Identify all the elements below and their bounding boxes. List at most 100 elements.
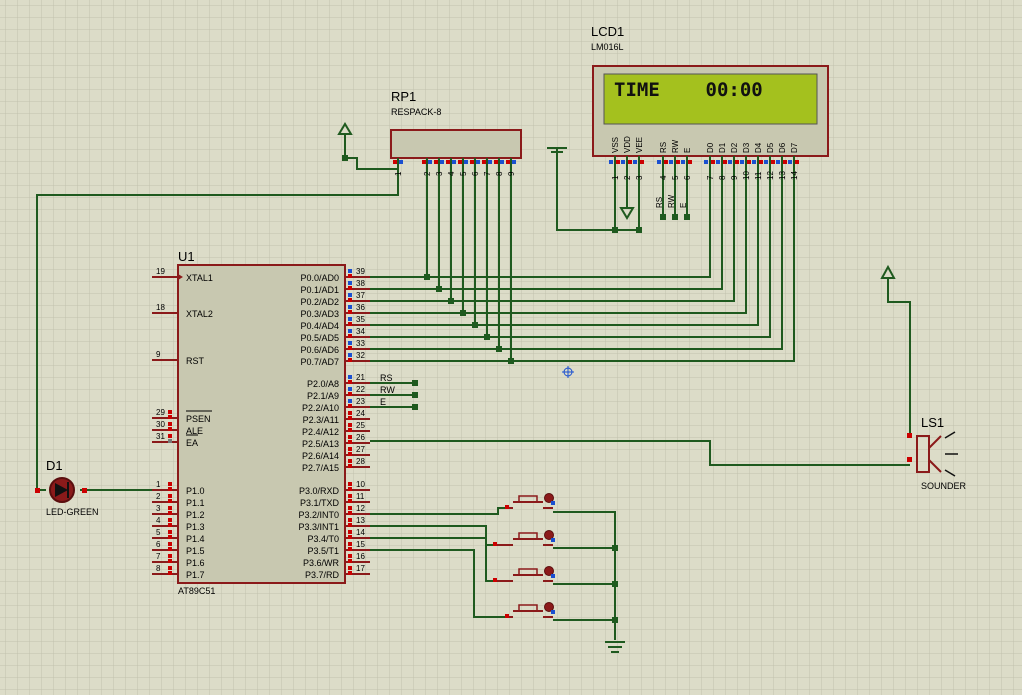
lcd-pin-number: 8 xyxy=(718,175,727,180)
wire xyxy=(370,176,735,302)
mcu-pin-marker xyxy=(348,329,352,333)
lcd-pin-marker xyxy=(669,160,673,164)
mcu-pin-marker xyxy=(348,310,352,314)
ground-symbol-lcd[interactable] xyxy=(547,147,567,158)
push-button-switch[interactable] xyxy=(493,530,555,547)
wire xyxy=(370,176,771,338)
d1-ref: D1 xyxy=(46,458,63,473)
mcu-pin-number: 29 xyxy=(156,408,165,417)
mcu-pin-number: 13 xyxy=(356,516,365,525)
mcu-pin-name: P3.1/TXD xyxy=(300,498,340,508)
button-pin-marker xyxy=(493,578,497,582)
mcu-pin-number: 35 xyxy=(356,315,365,324)
mcu-pin-marker xyxy=(348,566,352,570)
led-d1[interactable]: D1 LED-GREEN xyxy=(35,458,99,517)
wire xyxy=(370,549,507,618)
mcu-pin-marker xyxy=(348,293,352,297)
wire xyxy=(370,537,495,582)
lcd-pin-marker xyxy=(747,160,751,164)
mcu-pin-marker xyxy=(348,464,352,468)
lcd-pin-label: RS xyxy=(659,142,668,153)
lcd-pin-marker xyxy=(681,160,685,164)
mcu-pin-marker xyxy=(348,341,352,345)
rp1-model: RESPACK-8 xyxy=(391,107,441,117)
lcd-pin-number: 10 xyxy=(742,171,751,180)
mcu-pin-marker xyxy=(348,559,352,563)
mcu-pin-name: P0.2/AD2 xyxy=(300,297,339,307)
mcu-pin-marker xyxy=(168,410,172,414)
mcu-pin-marker xyxy=(348,571,352,575)
mcu-pin-marker xyxy=(168,511,172,515)
button-pin-marker xyxy=(551,538,555,542)
lcd-pin-marker xyxy=(628,160,632,164)
mcu-pin-marker xyxy=(168,518,172,522)
mcu-pin-number: 14 xyxy=(356,528,365,537)
mcu-pin-marker xyxy=(348,274,352,278)
mcu-pin-name: P0.6/AD6 xyxy=(300,345,339,355)
ground-symbol-buttons[interactable] xyxy=(605,641,625,653)
power-symbol-sounder[interactable] xyxy=(880,264,896,279)
lcd-lm016l[interactable]: TIME 00:00 LCD1 LM016L VSS1VDD2VEE3RS4RW… xyxy=(591,24,829,180)
wire xyxy=(553,511,616,640)
mcu-pin-name: P2.5/A13 xyxy=(302,439,339,449)
lcd-pin-marker xyxy=(728,160,732,164)
mcu-pin-name: P0.1/AD1 xyxy=(300,285,339,295)
lcd-pin-label: D6 xyxy=(778,142,787,153)
mcu-pin-name: PSEN xyxy=(186,414,211,424)
wire xyxy=(345,157,398,170)
mcu-pin-name: P1.2 xyxy=(186,510,205,520)
rp1-pin-marker xyxy=(458,160,462,164)
mcu-pin-number: 12 xyxy=(356,504,365,513)
mcu-pin-marker xyxy=(348,518,352,522)
mcu-pin-number: 18 xyxy=(156,303,165,312)
lcd-pin-marker xyxy=(688,160,692,164)
mcu-pin-marker xyxy=(348,317,352,321)
mcu-pin-name: P3.0/RXD xyxy=(299,486,340,496)
wire xyxy=(370,440,910,466)
rp1-pin-number: 6 xyxy=(471,171,480,176)
mcu-pin-marker xyxy=(348,305,352,309)
rp1-pin-marker xyxy=(399,160,403,164)
power-symbol-rp[interactable] xyxy=(337,122,353,135)
mcu-pin-name: EA xyxy=(186,438,198,448)
button-pin-marker xyxy=(505,505,509,509)
mcu-at89c51[interactable]: U1 AT89C51 19XTAL118XTAL29RST29PSEN30ALE… xyxy=(152,249,370,596)
rp1-pin-number: 4 xyxy=(447,171,456,176)
mcu-pin-number: 28 xyxy=(356,457,365,466)
lcd-pin-label: D2 xyxy=(730,142,739,153)
lcd1-model: LM016L xyxy=(591,42,624,52)
mcu-pin-marker xyxy=(348,286,352,290)
push-button-switch[interactable] xyxy=(505,602,555,619)
mcu-pin-number: 10 xyxy=(356,480,365,489)
lcd-pin-label: D3 xyxy=(742,142,751,153)
button-pin-marker xyxy=(551,610,555,614)
sounder-ls1[interactable]: LS1 SOUNDER xyxy=(907,415,967,491)
mcu-pin-marker xyxy=(348,269,352,273)
lcd-pin-marker xyxy=(664,160,668,164)
lcd-pin-number: 14 xyxy=(790,171,799,180)
mcu-pin-marker xyxy=(168,422,172,426)
push-button-switch[interactable] xyxy=(505,493,555,510)
mcu-pin-marker xyxy=(168,427,172,431)
mcu-pin-name: P0.0/AD0 xyxy=(300,273,339,283)
mcu-pin-number: 7 xyxy=(156,552,161,561)
d1-model: LED-GREEN xyxy=(46,507,99,517)
mcu-pin-number: 21 xyxy=(356,373,365,382)
rp1-pin-marker xyxy=(482,160,486,164)
push-button-switch[interactable] xyxy=(493,566,555,583)
mcu-pin-marker xyxy=(168,559,172,563)
lcd-control-label: RW xyxy=(667,194,676,208)
rp1-pin-marker xyxy=(500,160,504,164)
lcd-display-text: TIME 00:00 xyxy=(614,79,763,101)
lcd-pin-marker xyxy=(716,160,720,164)
junctions xyxy=(342,155,690,623)
mcu-pin-name: RST xyxy=(186,356,205,366)
lcd-pin-number: 3 xyxy=(635,175,644,180)
rp1-pin-marker xyxy=(488,160,492,164)
mcu-pin-marker xyxy=(168,554,172,558)
mcu-pin-number: 24 xyxy=(356,409,365,418)
mcu-pin-marker xyxy=(168,530,172,534)
lcd-pin-number: 7 xyxy=(706,175,715,180)
